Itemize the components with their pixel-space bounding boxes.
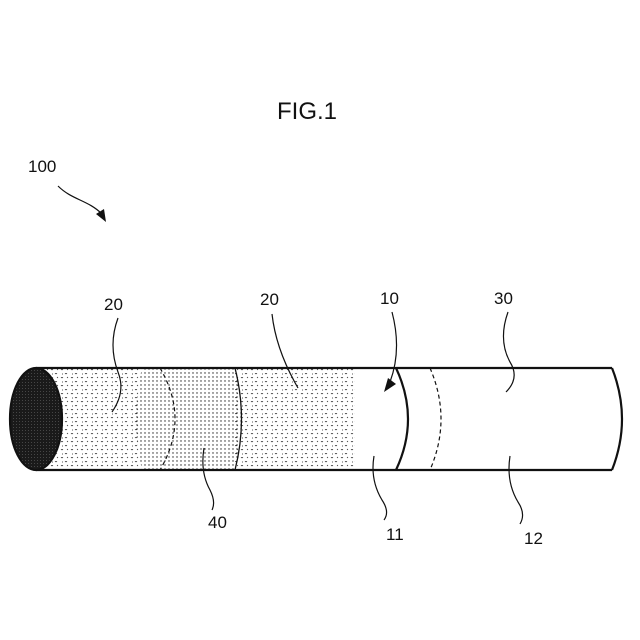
ref-label-40: 40: [208, 513, 227, 532]
ref-label-30: 30: [494, 289, 513, 308]
ref-label-11: 11: [386, 525, 404, 544]
arrowhead-100: [96, 209, 106, 222]
arrowhead-10: [384, 378, 396, 392]
leader-100: [58, 186, 102, 214]
cylinder-right-end: [612, 368, 622, 470]
leader-10: [390, 312, 397, 382]
cylinder-left-end: [10, 368, 62, 470]
leader-11: [373, 456, 387, 520]
leader-30: [503, 312, 514, 392]
ref-label-20-left: 20: [104, 295, 123, 314]
ref-label-100: 100: [28, 157, 56, 176]
leader-12: [509, 456, 523, 524]
ref-label-10: 10: [380, 289, 399, 308]
figure-title: FIG.1: [277, 98, 337, 125]
cooling-segment-40: [136, 368, 242, 470]
partition-10: [396, 368, 408, 470]
ref-label-12: 12: [524, 529, 543, 548]
ref-label-20-right: 20: [260, 290, 279, 309]
partition-dashed-edge: [430, 368, 441, 470]
